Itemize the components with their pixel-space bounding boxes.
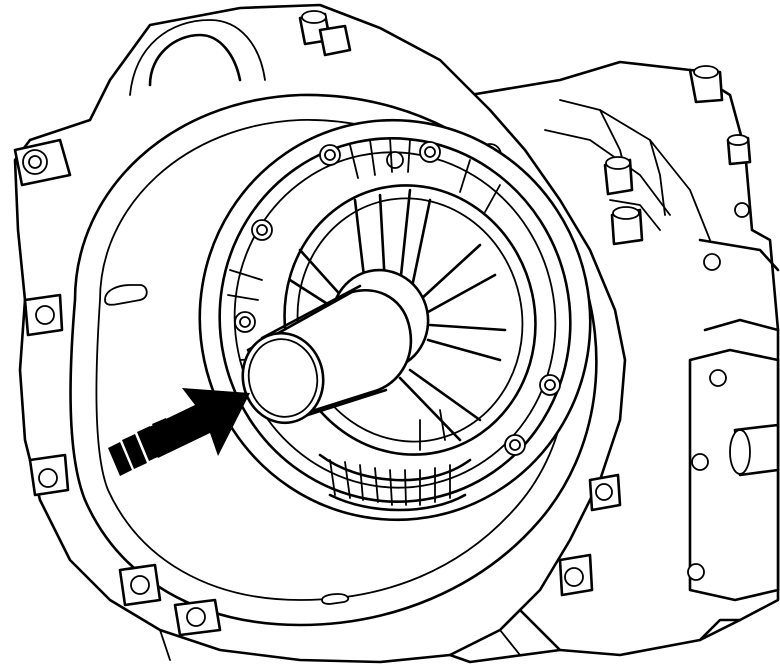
arrow-dash-2	[137, 426, 162, 461]
indicator-arrow	[108, 388, 250, 476]
arrow-dash-4	[108, 442, 132, 476]
pump-shaft	[241, 268, 430, 425]
arrow-dash-3	[122, 434, 147, 469]
arrow-dash-1	[152, 418, 178, 453]
